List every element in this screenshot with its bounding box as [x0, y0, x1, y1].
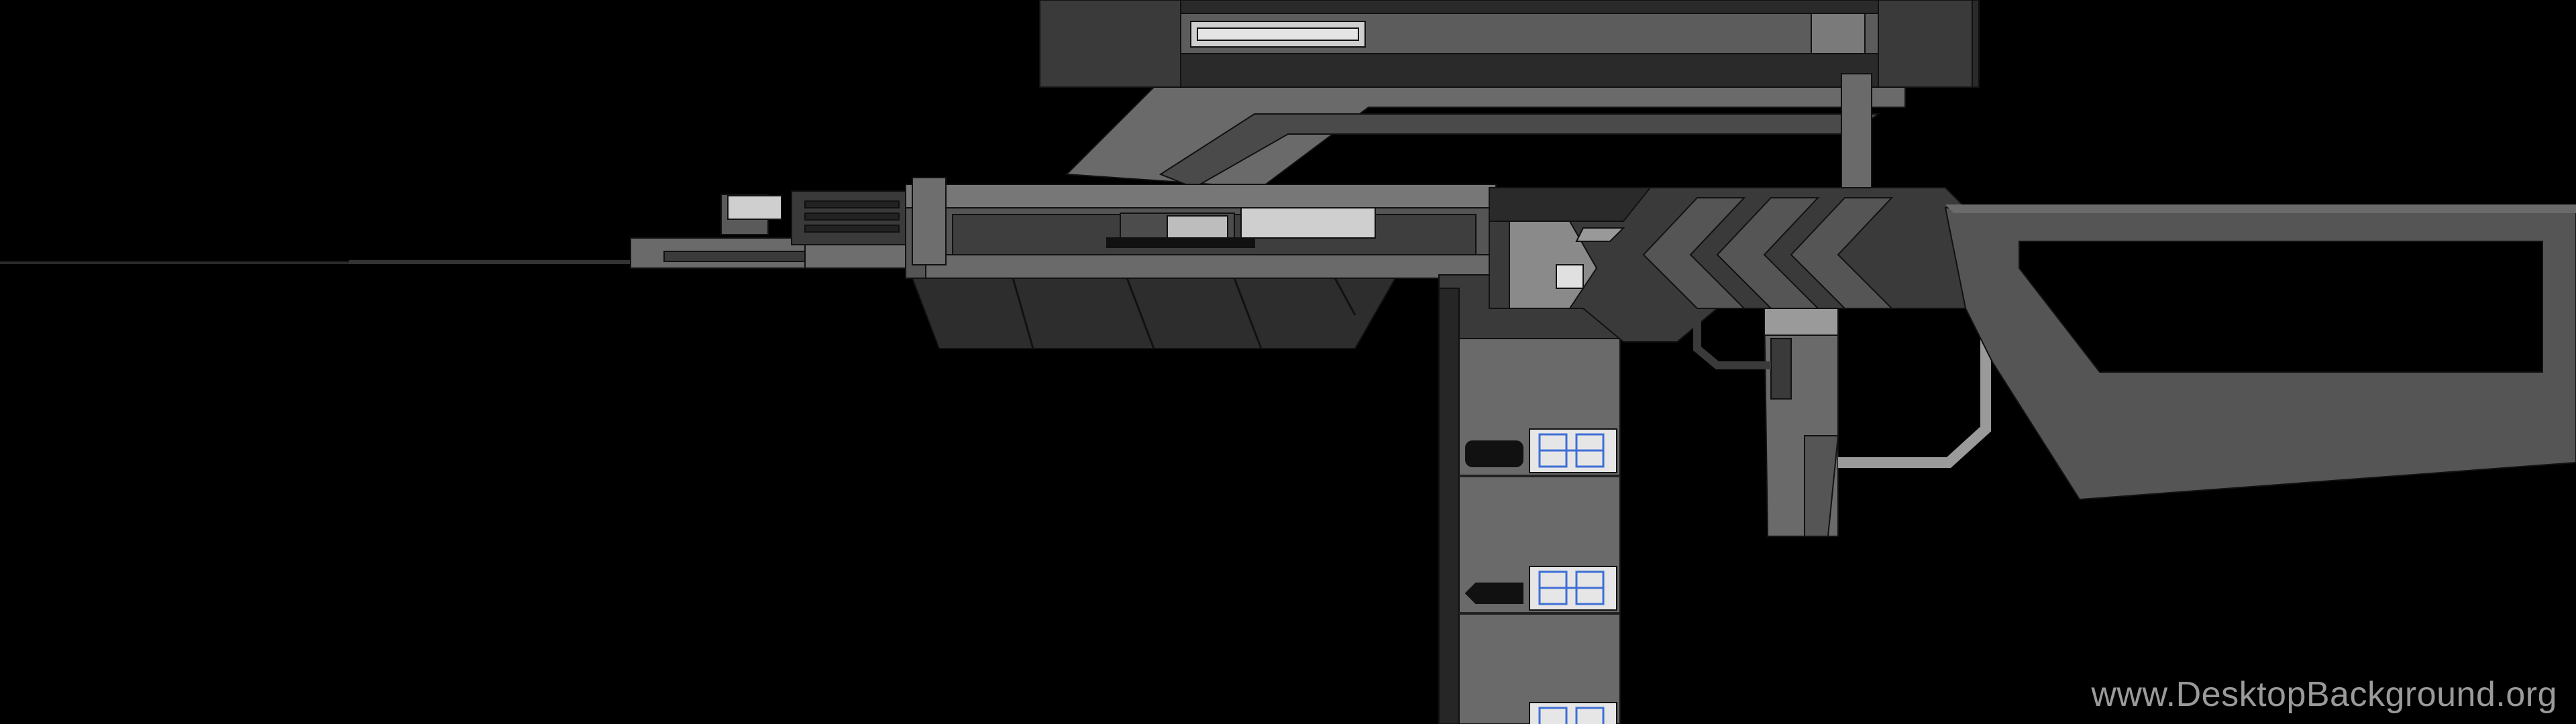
scope-post: [1841, 73, 1872, 188]
mag-window-3-b: [1575, 707, 1605, 724]
muzzle-detail: [663, 251, 806, 262]
trigger: [1693, 315, 1771, 369]
handguard-seam-1: [1012, 278, 1034, 349]
handguard-seam-3: [1233, 278, 1263, 349]
scope-left-ring: [1039, 0, 1181, 88]
grip-front: [1804, 435, 1839, 537]
front-rail-line-2: [804, 213, 900, 221]
trigger-guard: [1838, 312, 1991, 468]
magazine: [1458, 338, 1621, 724]
grip-top: [1764, 308, 1839, 336]
chevron-1: [1642, 197, 1746, 309]
mag-slot-2: [1464, 583, 1523, 604]
watermark-text: www.DesktopBackground.org: [2091, 675, 2557, 714]
receiver-top: [905, 184, 1497, 208]
receiver-lower: [925, 254, 1490, 279]
mag-window-3-a: [1538, 707, 1568, 724]
scope-right-cap: [1811, 13, 1866, 54]
mag-window-3: [1529, 702, 1617, 724]
handguard-seam-4: [1334, 278, 1356, 316]
scope-window-inner: [1197, 27, 1359, 41]
ejection-detail: [1575, 227, 1625, 242]
stock-top-edge: [1945, 204, 2576, 213]
stock-hole: [2019, 241, 2543, 373]
receiver-window: [1240, 207, 1376, 239]
chevron-3: [1790, 197, 1894, 309]
grip-inner: [1770, 338, 1792, 400]
receiver-detail-dark: [1106, 237, 1255, 248]
mag-slot-1: [1465, 440, 1523, 467]
ejection-light: [1556, 264, 1584, 289]
front-rail-line-1: [804, 200, 900, 208]
magazine-shadow: [1438, 288, 1460, 724]
barrel-tip-line: [0, 261, 349, 264]
handguard: [911, 278, 1397, 349]
handguard-seam-2: [1126, 278, 1155, 349]
front-rail-line-3: [804, 225, 900, 233]
receiver-bolt-grip: [1167, 215, 1228, 240]
front-block-light: [727, 195, 782, 220]
barrel-thin-line: [349, 260, 631, 264]
rear-receiver-top: [1489, 187, 1652, 222]
scope-right-ring: [1878, 0, 1973, 88]
receiver-front-cap: [912, 177, 947, 265]
